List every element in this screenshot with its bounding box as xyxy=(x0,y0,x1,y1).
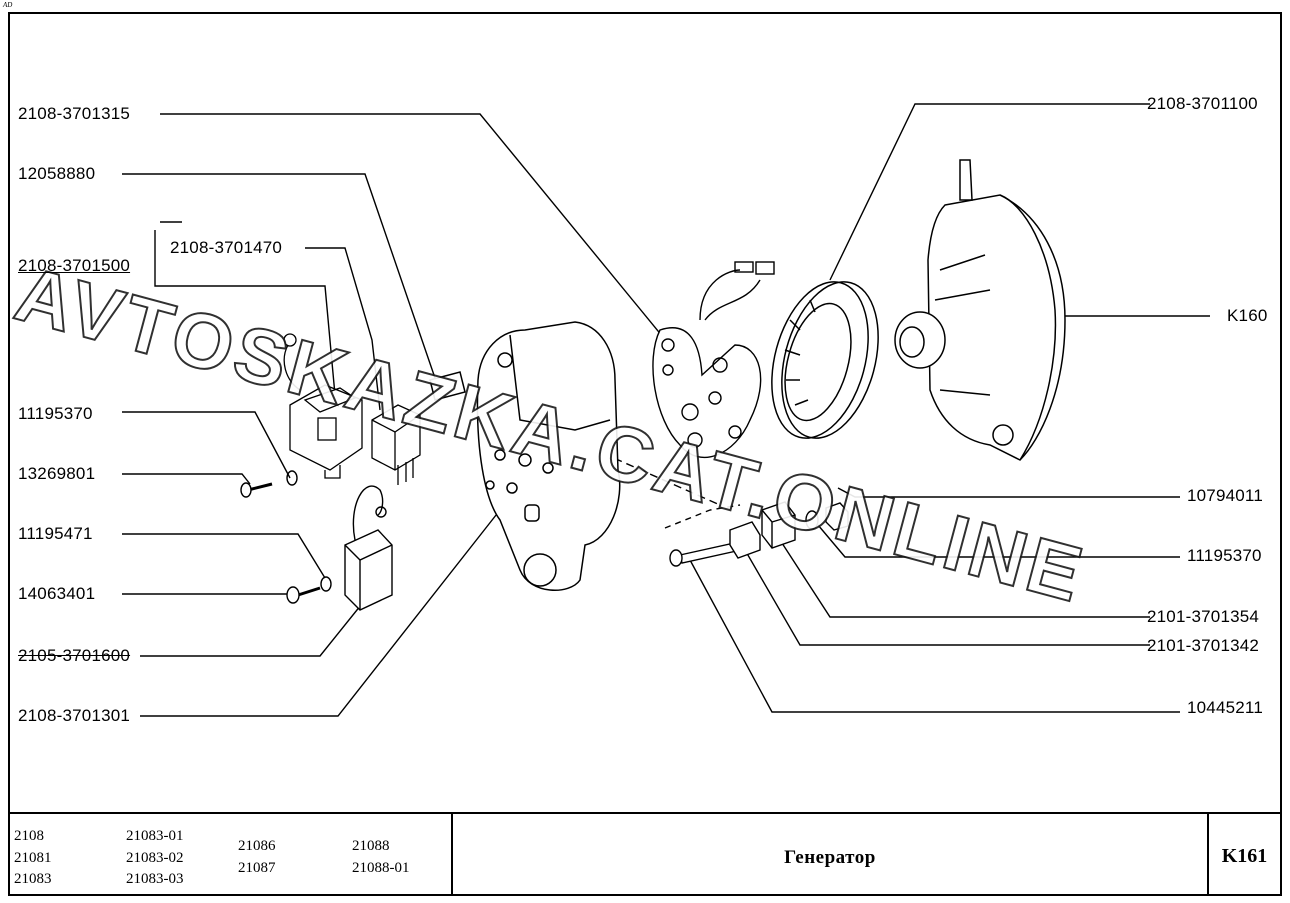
capacitor-part xyxy=(344,485,393,611)
rectifier-bridge-part xyxy=(652,261,775,459)
label-11195370-right: 11195370 xyxy=(1187,546,1262,565)
label-10445211: 10445211 xyxy=(1187,698,1263,717)
front-housing-part xyxy=(894,159,1066,461)
insulator-2101-3701342 xyxy=(729,521,761,559)
label-2101-3701342: 2101-3701342 xyxy=(1147,636,1260,655)
leader-r6 xyxy=(744,549,1150,646)
models-col-2: 21083-01 21083-02 21083-03 xyxy=(126,828,184,887)
label-13269801: 13269801 xyxy=(18,464,96,483)
voltage-regulator-part xyxy=(283,333,363,479)
label-2108-3701100: 2108-3701100 xyxy=(1147,94,1258,113)
label-2108-3701500: 2108-3701500 xyxy=(18,256,131,275)
label-12058880: 12058880 xyxy=(18,164,96,183)
brush-holder-part xyxy=(371,404,421,485)
label-2108-3701315: 2108-3701315 xyxy=(18,104,131,123)
models-col-4: 21088 21088-01 xyxy=(352,838,410,876)
label-2105-3701600: 2105-3701600 xyxy=(18,646,131,665)
leader-l3 xyxy=(305,247,381,411)
leader-r4 xyxy=(817,524,1180,558)
washer-11195471 xyxy=(320,576,332,592)
screw-14063401 xyxy=(286,586,321,604)
label-2108-3701301: 2108-3701301 xyxy=(18,706,131,725)
leader-l9 xyxy=(140,599,366,657)
nut-10794011 xyxy=(825,502,849,531)
leader-l10 xyxy=(140,509,501,717)
leader-l5 xyxy=(122,411,291,479)
washer-11195370-right xyxy=(805,510,819,530)
leader-l2 xyxy=(122,173,436,379)
screw-13269801 xyxy=(240,482,273,498)
leader-l4b xyxy=(154,230,336,396)
dashed-assembly-line xyxy=(664,504,741,529)
leader-r7 xyxy=(689,559,1180,713)
label-10794011: 10794011 xyxy=(1187,486,1263,505)
models-col-1: 2108 21081 21083 xyxy=(14,828,52,887)
drawing-frame xyxy=(8,12,1282,896)
corner-mark: AD xyxy=(3,1,13,9)
leader-r5 xyxy=(779,539,1150,618)
leader-l7 xyxy=(122,533,326,579)
rear-cover-part xyxy=(429,321,621,591)
models-col-3: 21086 21087 xyxy=(238,838,276,876)
page-title: Генератор xyxy=(784,847,876,868)
page-code: K161 xyxy=(1221,845,1268,867)
leader-l6 xyxy=(122,473,251,485)
label-11195370-left: 11195370 xyxy=(18,404,93,423)
label-2101-3701354: 2101-3701354 xyxy=(1147,607,1260,626)
title-cell: Генератор xyxy=(453,814,1209,896)
leader-r1 xyxy=(829,103,1150,281)
leader-r3 xyxy=(837,487,1180,498)
code-cell: K161 xyxy=(1209,814,1280,896)
label-2108-3701470: 2108-3701470 xyxy=(170,238,283,257)
stator-part xyxy=(771,281,879,439)
label-K160: K160 xyxy=(1227,306,1268,325)
title-block: 2108 21081 21083 21083-01 21083-02 21083… xyxy=(8,812,1282,896)
insulator-2101-3701354 xyxy=(761,501,796,549)
leader-l1 xyxy=(160,113,691,371)
models-cell: 2108 21081 21083 21083-01 21083-02 21083… xyxy=(8,814,453,896)
label-14063401: 14063401 xyxy=(18,584,96,603)
washer-11195370-left xyxy=(286,470,298,486)
label-11195471: 11195471 xyxy=(18,524,93,543)
